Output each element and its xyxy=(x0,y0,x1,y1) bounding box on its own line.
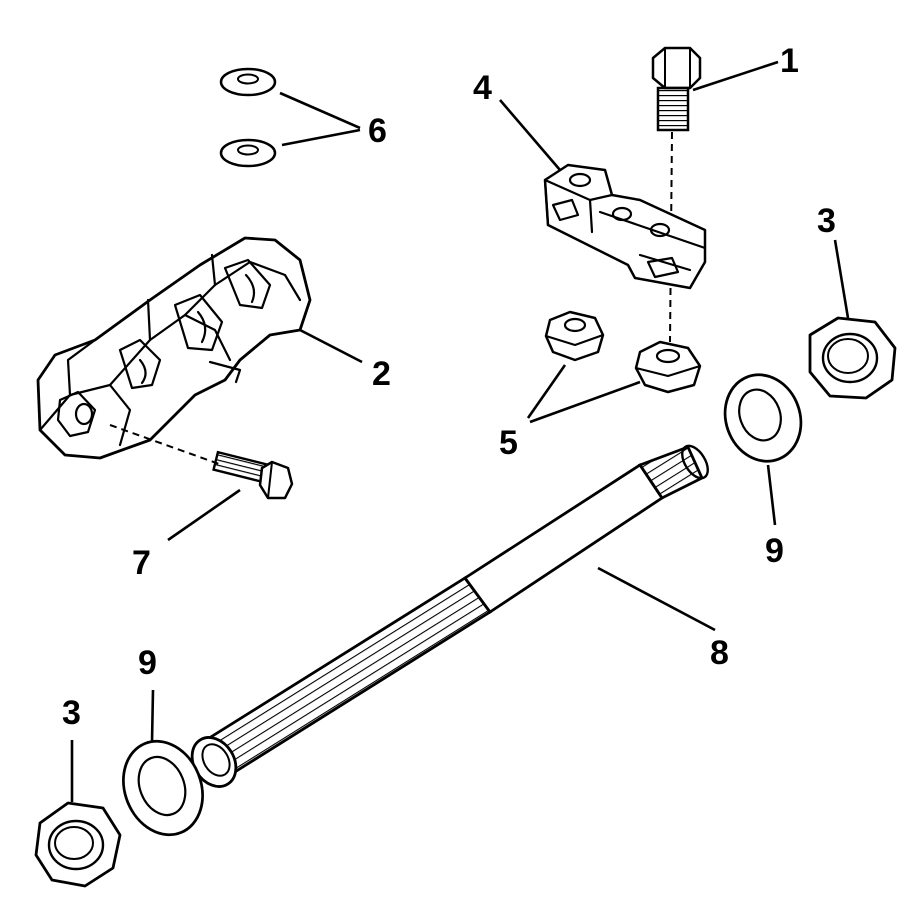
leader-9b xyxy=(150,689,155,743)
part-8-threaded-rod xyxy=(190,444,709,788)
leader-4 xyxy=(499,99,561,171)
part-2-casting xyxy=(36,236,312,460)
callout-1: 1 xyxy=(780,42,799,80)
callout-7: 7 xyxy=(132,544,151,582)
callout-8: 8 xyxy=(710,634,729,672)
leader-7 xyxy=(167,488,241,542)
callout-6: 6 xyxy=(368,112,387,150)
leader-8 xyxy=(597,566,716,632)
callout-9-upper: 9 xyxy=(765,532,784,570)
leader-6a xyxy=(279,91,361,130)
part-6-washer-upper xyxy=(219,67,277,97)
part-9-washer-upper xyxy=(723,373,803,463)
part-3-nut-upper xyxy=(808,316,897,400)
callout-2: 2 xyxy=(372,355,391,393)
callout-3-lower: 3 xyxy=(62,694,81,732)
part-1-bolt xyxy=(651,46,702,132)
leader-1 xyxy=(692,60,779,92)
callout-4: 4 xyxy=(473,69,492,107)
leader-3a xyxy=(833,239,850,319)
callout-9-lower: 9 xyxy=(138,644,157,682)
part-5-nut-left xyxy=(544,310,605,362)
callout-5: 5 xyxy=(499,424,518,462)
part-7-bolt xyxy=(212,450,294,500)
leader-2 xyxy=(299,328,363,364)
part-4-bracket xyxy=(543,163,707,290)
part-9-washer-lower xyxy=(122,739,204,837)
leader-5b xyxy=(529,380,641,424)
part-6-washer-lower xyxy=(219,138,277,168)
leader-5a xyxy=(526,364,567,419)
part-5-nut-right xyxy=(634,340,702,394)
leader-9a xyxy=(766,464,777,526)
axis-line-bolt-7 xyxy=(109,424,223,466)
callout-3-upper: 3 xyxy=(817,202,836,240)
part-3-nut-lower xyxy=(34,801,122,888)
leader-6b xyxy=(281,128,361,147)
